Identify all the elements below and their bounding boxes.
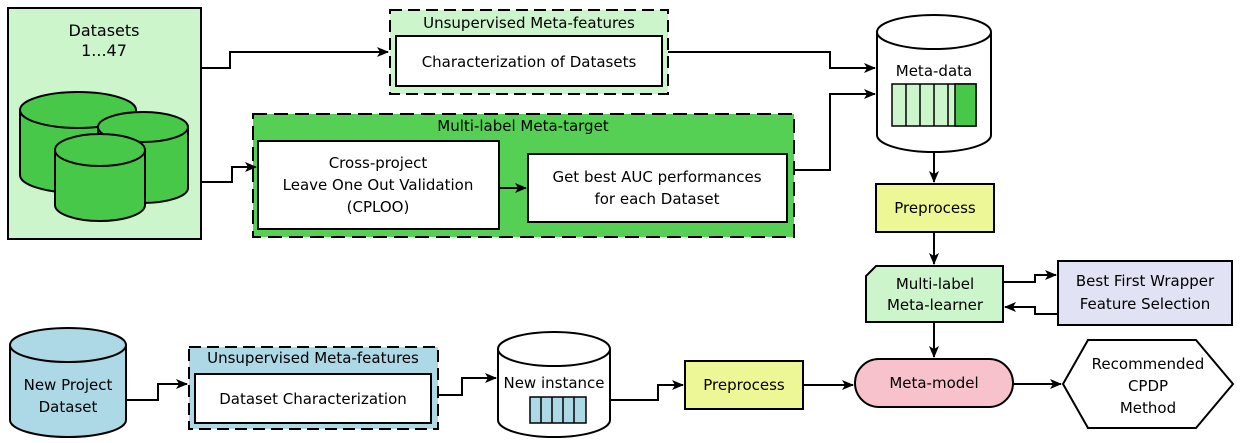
new-project-line-2: Dataset	[39, 398, 98, 416]
recommended-method: Recommended CPDP Method	[1061, 339, 1235, 429]
arrow-datasets-to-characterization	[201, 47, 389, 69]
preprocess-top: Preprocess	[875, 183, 995, 233]
meta-learner-line-1: Multi-label	[896, 275, 974, 293]
unsupervised-meta-features-top: Unsupervised Meta-features Characterizat…	[389, 9, 669, 95]
new-project-line-1: New Project	[24, 376, 113, 394]
arrow-newinstance-to-preprocess	[610, 380, 684, 401]
arrow-characterization-to-metadata	[668, 51, 876, 73]
arrow-auc-to-metadata	[794, 89, 876, 171]
dataset-characterization-label: Dataset Characterization	[219, 390, 407, 408]
auc-box	[527, 153, 788, 223]
dataset-characterization-box	[194, 373, 432, 424]
preprocess-top-label: Preprocess	[894, 199, 976, 217]
cploo-line-1: Cross-project	[329, 154, 428, 172]
meta-model-label: Meta-model	[889, 374, 978, 392]
preprocess-bottom-label: Preprocess	[703, 376, 785, 394]
recommended-line-2: CPDP	[1128, 377, 1168, 395]
unsup-bottom-title: Unsupervised Meta-features	[207, 349, 419, 367]
cploo-box	[257, 140, 500, 230]
recommended-line-1: Recommended	[1092, 355, 1205, 373]
cploo-line-2: Leave One Out Validation	[283, 176, 474, 194]
meta-data-cylinder: Meta-data	[876, 14, 992, 153]
new-project-cylinder: New Project Dataset	[9, 327, 127, 438]
datasets-box: Datasets 1...47	[7, 7, 202, 240]
arrow-feature-selection-to-learner	[1004, 302, 1058, 315]
feature-selection-line-1: Best First Wrapper	[1076, 272, 1215, 290]
connectors	[126, 47, 1062, 401]
auc-line-2: for each Dataset	[594, 190, 719, 208]
new-instance-cylinder: New instance	[497, 331, 611, 438]
meta-target-title: Multi-label Meta-target	[437, 117, 609, 135]
auc-line-1: Get best AUC performances	[552, 168, 761, 186]
characterization-box	[395, 35, 663, 87]
arrow-characterization-to-newinstance	[438, 373, 497, 396]
feature-selection-line-2: Feature Selection	[1080, 295, 1211, 313]
cploo-line-3: (CPLOO)	[347, 198, 410, 216]
meta-data-table-icon	[891, 83, 977, 127]
meta-data-label: Meta-data	[896, 62, 972, 80]
characterization-label: Characterization of Datasets	[422, 53, 637, 71]
meta-model: Meta-model	[854, 358, 1014, 408]
unsup-top-title: Unsupervised Meta-features	[423, 14, 635, 32]
feature-selection: Best First Wrapper Feature Selection	[1057, 260, 1233, 326]
meta-learner-line-2: Meta-learner	[887, 296, 984, 314]
arrow-learner-to-feature-selection	[1003, 270, 1057, 283]
datasets-title: Datasets	[69, 21, 140, 40]
new-instance-table-icon	[529, 396, 587, 424]
datasets-range: 1...47	[81, 41, 127, 60]
unsupervised-meta-features-bottom: Unsupervised Meta-features Dataset Chara…	[188, 346, 439, 430]
database-icon	[19, 91, 189, 222]
arrow-datasets-to-cploo	[201, 162, 257, 183]
meta-learner: Multi-label Meta-learner	[865, 265, 1004, 323]
new-instance-label: New instance	[503, 374, 604, 392]
arrow-newproject-to-characterization	[126, 379, 188, 401]
preprocess-bottom: Preprocess	[684, 360, 804, 410]
multi-label-meta-target: Multi-label Meta-target Cross-project Le…	[252, 113, 795, 238]
recommended-line-3: Method	[1120, 399, 1176, 417]
